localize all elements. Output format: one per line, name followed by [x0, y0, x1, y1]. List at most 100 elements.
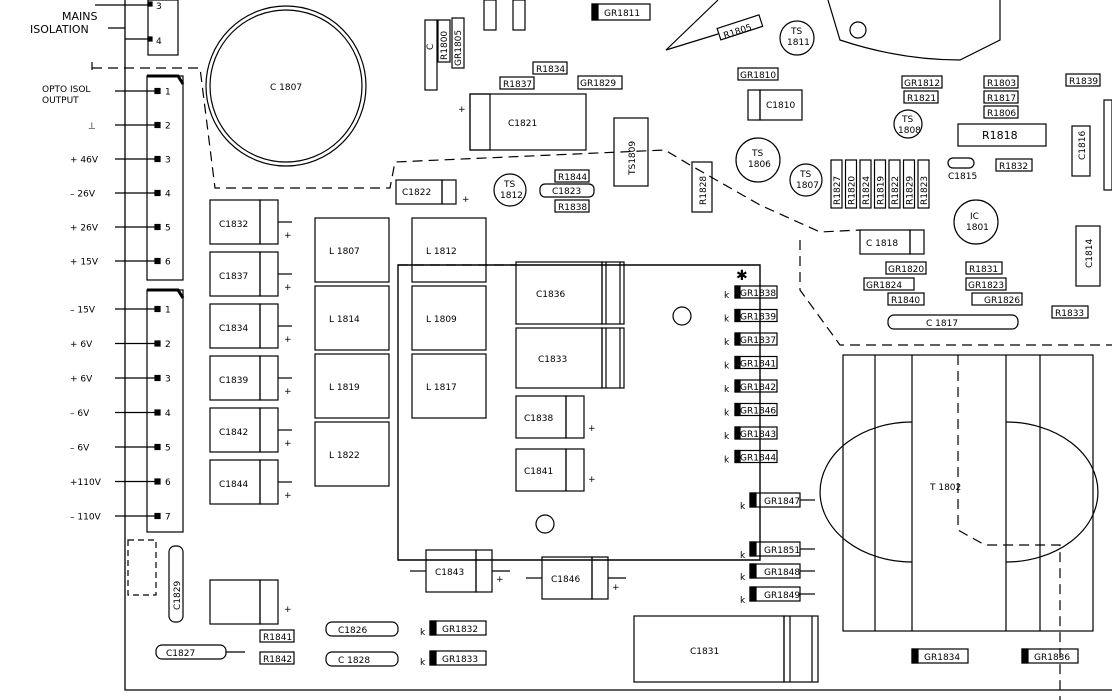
conn1-pin-1: 1 — [165, 88, 171, 98]
diode-gr1823: GR1823 — [965, 277, 1007, 291]
svg-text:GR1836: GR1836 — [1034, 653, 1070, 663]
svg-text:TS: TS — [751, 149, 763, 159]
svg-text:+: + — [284, 439, 292, 449]
diode-gr1843: GR1843 — [740, 430, 776, 440]
svg-text:C1831: C1831 — [690, 647, 719, 657]
svg-text:k: k — [724, 362, 730, 372]
svg-text:k: k — [724, 456, 730, 466]
svg-text:C1814: C1814 — [1085, 239, 1095, 268]
svg-text:k: k — [420, 658, 426, 668]
resistor-r1831: R1831 — [965, 261, 1003, 275]
capacitor-c1831: C1831 — [633, 615, 819, 683]
heatsink-frame — [397, 264, 761, 561]
capacitor-c1816: C1816 — [1071, 125, 1091, 177]
c1807-label: C 1807 — [270, 83, 302, 93]
mains-isolation-label-2: ISOLATION — [30, 23, 89, 36]
svg-text:C1810: C1810 — [766, 101, 795, 111]
capacitor-c1841: C1841 + — [515, 448, 596, 492]
diode-gr1846: GR1846 — [740, 407, 776, 417]
svg-text:GR1811: GR1811 — [604, 9, 640, 19]
svg-text:R1840: R1840 — [891, 296, 920, 306]
capacitor-c1826: C1826 — [325, 621, 399, 637]
svg-text:C1821: C1821 — [508, 119, 537, 129]
isolation-boundary — [92, 67, 1112, 346]
resistor-r1818: R1818 — [957, 123, 1047, 147]
capacitor-c1828: C 1828 — [325, 651, 399, 667]
capacitor-c1849: + — [209, 579, 292, 625]
svg-text:k: k — [740, 551, 746, 561]
svg-text:R1806: R1806 — [987, 109, 1016, 119]
svg-text:+: + — [612, 583, 620, 593]
top-pin-3: 3 — [156, 2, 162, 12]
resistor-r1827: R1827 — [833, 176, 843, 205]
conn2-label-5: – 6V — [70, 444, 90, 454]
svg-text:C1827: C1827 — [166, 649, 195, 659]
conn2-label-6: +110V — [70, 478, 102, 488]
conn2-label-3: + 6V — [70, 375, 93, 385]
capacitor-c1822: C1822+ — [395, 179, 470, 205]
conn2-pin-5: 5 — [165, 444, 171, 454]
inductor-l1809: L 1809 — [426, 315, 457, 325]
svg-text:TS: TS — [503, 180, 515, 190]
svg-text:T 1802: T 1802 — [929, 483, 961, 493]
capacitor-c1846: C1846 + — [526, 556, 626, 600]
svg-text:R1800: R1800 — [440, 31, 450, 60]
svg-text:k: k — [740, 502, 746, 512]
svg-text:R1839: R1839 — [1069, 77, 1098, 87]
svg-text:C1838: C1838 — [524, 414, 553, 424]
opto-output-label-2: OUTPUT — [42, 96, 79, 106]
resistor-r1832: R1832 — [995, 158, 1033, 172]
cap-c1844: C1844 — [219, 480, 248, 490]
svg-text:C1815: C1815 — [948, 172, 977, 182]
svg-text:1807: 1807 — [796, 181, 819, 191]
svg-text:+: + — [284, 387, 292, 397]
svg-text:TS: TS — [799, 170, 811, 180]
capacitor-c1817: C 1817 — [887, 314, 1019, 330]
capacitor-c1829: C1829 — [168, 545, 184, 623]
resistor-r1841: R1841 — [259, 629, 295, 643]
conn2-label-4: – 6V — [70, 409, 90, 419]
svg-text:C1816: C1816 — [1078, 131, 1088, 160]
svg-text:TS1809: TS1809 — [628, 141, 638, 176]
svg-text:GR1829: GR1829 — [580, 79, 616, 89]
diode-gr1842: GR1842 — [740, 383, 776, 393]
cap-c1842: C1842 — [219, 428, 248, 438]
cap-c1834: C1834 — [219, 324, 248, 334]
svg-text:C1823: C1823 — [552, 187, 581, 197]
top-connector: 3 4 — [95, 0, 179, 56]
capacitor-c1838: C1838 + — [515, 395, 596, 439]
svg-text:R1817: R1817 — [987, 94, 1016, 104]
svg-text:+: + — [462, 195, 470, 205]
svg-text:R1828: R1828 — [699, 176, 709, 205]
svg-text:C1841: C1841 — [524, 467, 553, 477]
diode-gr1820: GR1820 — [885, 261, 927, 275]
svg-text:TS: TS — [790, 27, 802, 37]
svg-text:C: C — [426, 44, 436, 50]
conn1-pin-4: 4 — [165, 190, 171, 200]
resistor-r1800: R1800 — [437, 19, 451, 63]
svg-text:+: + — [496, 575, 504, 585]
diode-gr1849: GR1849 — [764, 591, 800, 601]
conn1-pin-6: 6 — [165, 258, 171, 268]
svg-text:R1832: R1832 — [999, 162, 1028, 172]
capacitor-c1815: C1815 — [947, 157, 977, 182]
conn1-pin-3: 3 — [165, 156, 171, 166]
svg-text:GR1805: GR1805 — [454, 30, 464, 66]
svg-text:R1833: R1833 — [1055, 309, 1084, 319]
diode-gr1826: GR1826 — [971, 292, 1023, 306]
svg-text:R1842: R1842 — [263, 655, 292, 665]
svg-text:C1846: C1846 — [551, 575, 580, 585]
diode-gr1848: GR1848 — [764, 568, 800, 578]
svg-text:1808: 1808 — [898, 126, 921, 136]
svg-text:+: + — [284, 605, 292, 615]
svg-text:R1838: R1838 — [558, 203, 587, 213]
resistor-r1844: R1844 — [554, 169, 590, 183]
resistor-r1840: R1840 — [887, 292, 925, 306]
mount-hole-2 — [535, 514, 555, 534]
transformer-t1802: T 1802 — [819, 354, 1099, 700]
board-outline — [124, 0, 1112, 691]
